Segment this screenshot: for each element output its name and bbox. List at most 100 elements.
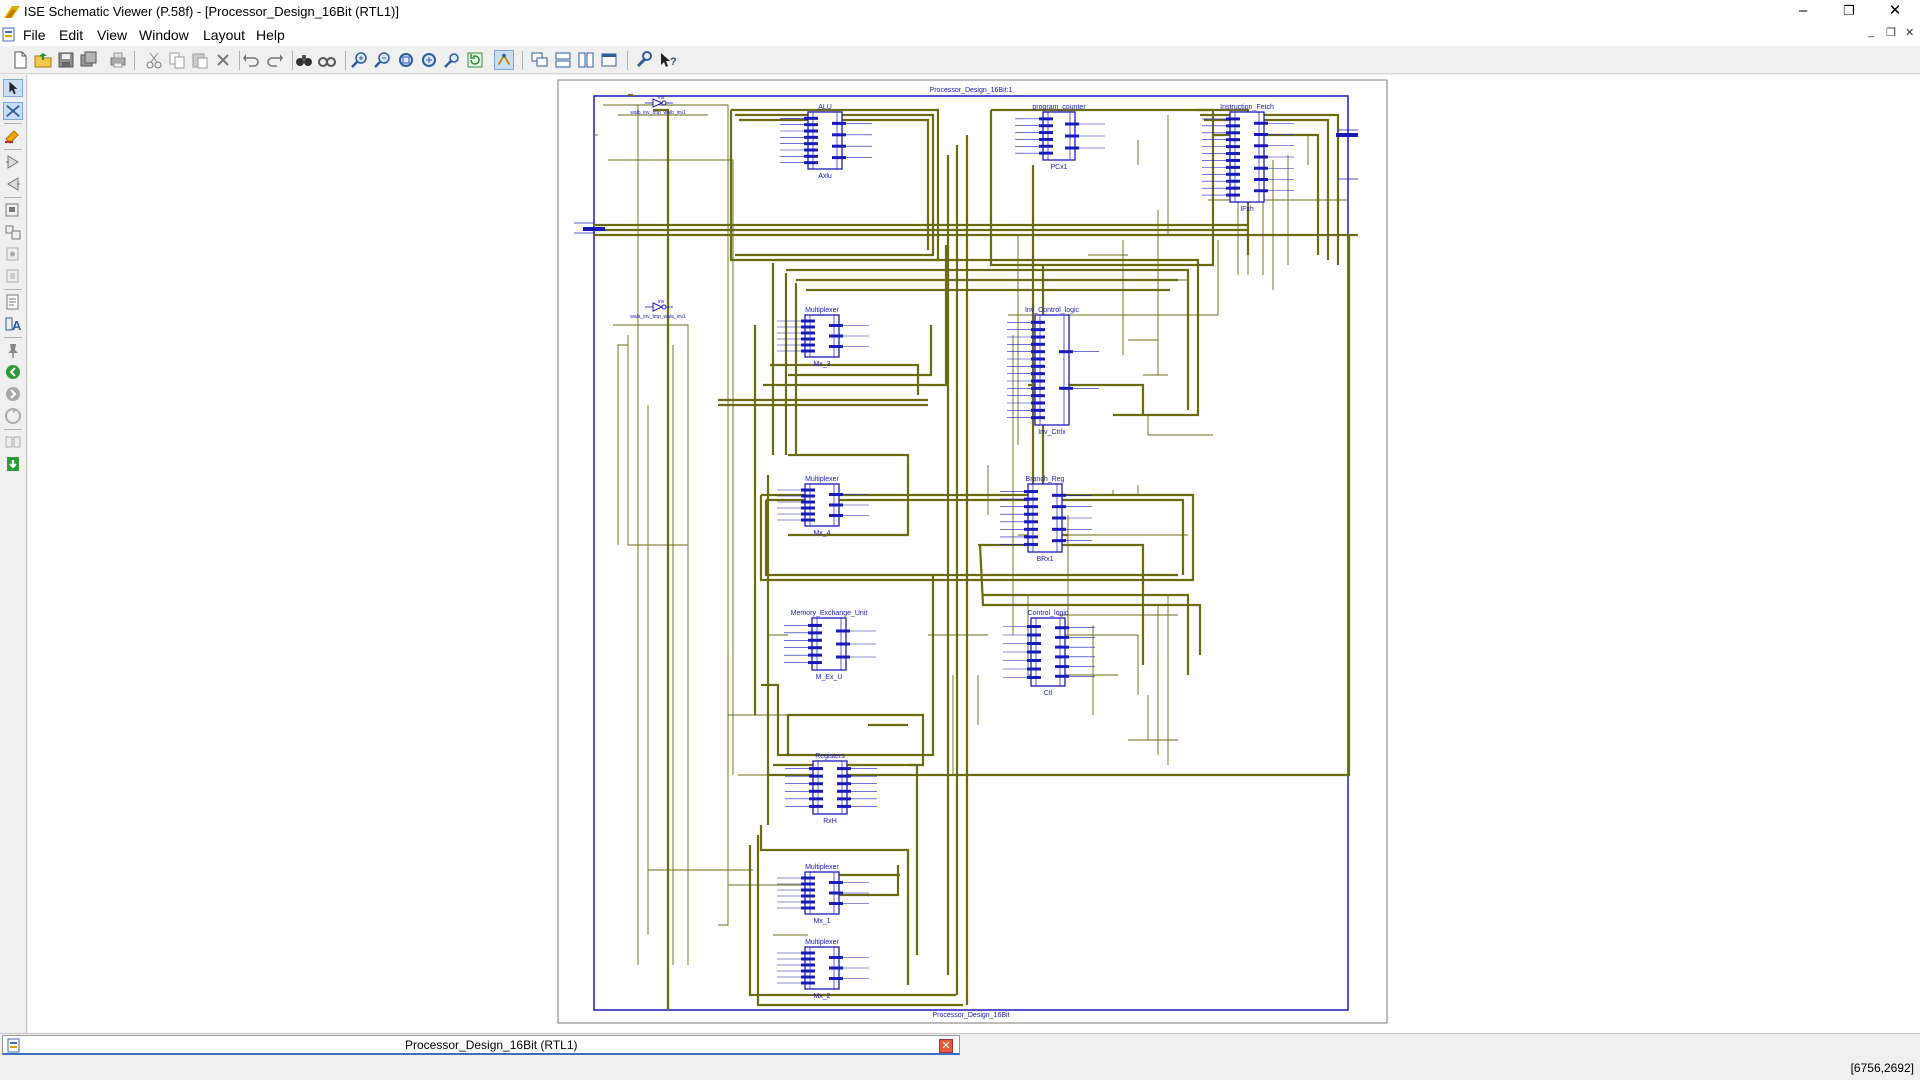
block-module-name: Inv_Control_logic — [1025, 307, 1080, 314]
menu-help[interactable]: Help — [256, 27, 285, 43]
mdi-minimize-button[interactable]: _ — [1868, 26, 1875, 38]
view-rtl-icon[interactable] — [3, 293, 23, 311]
design-title-bottom: Processor_Design_16Bit — [932, 1012, 1009, 1019]
block-instance-name: Inv_Ctrlx — [1038, 429, 1066, 436]
help-context-icon[interactable]: ? — [658, 50, 678, 70]
mdi-close-button[interactable]: ✕ — [1905, 27, 1915, 39]
cascade-windows-icon[interactable] — [530, 50, 550, 70]
pop-out-icon[interactable] — [3, 223, 23, 241]
tile-horizontal-icon[interactable] — [553, 50, 573, 70]
cut-icon[interactable] — [144, 50, 164, 70]
inverter-instance-label: walb_inv_tmp_walb_inv1 — [630, 110, 686, 116]
push-into-icon[interactable] — [3, 201, 23, 219]
restore-window-button[interactable]: ❐ — [1843, 3, 1855, 18]
expand-forward-icon[interactable] — [3, 153, 23, 171]
block-instance-name: IFxh — [1240, 206, 1254, 213]
refresh-gray-icon[interactable] — [3, 407, 23, 425]
undo-icon[interactable] — [241, 50, 261, 70]
zoom-out-icon[interactable] — [373, 50, 393, 70]
schematic-block[interactable]: ALU Axlu — [780, 104, 872, 180]
design-title-top: Processor_Design_16Bit:1 — [930, 87, 1013, 94]
delete-icon[interactable] — [213, 50, 233, 70]
block-module-name: Memory_Exchange_Unit — [791, 610, 868, 617]
expand-backward-icon[interactable] — [3, 175, 23, 193]
copy-icon[interactable] — [167, 50, 187, 70]
add-wire-icon[interactable] — [3, 102, 23, 120]
block-instance-name: Axlu — [818, 173, 832, 180]
block-instance-name: Mx_1 — [813, 918, 830, 925]
menu-edit[interactable]: Edit — [59, 27, 84, 43]
block-module-name: Multiplexer — [805, 476, 840, 483]
close-tab-button[interactable]: ✕ — [939, 1039, 953, 1053]
zoom-full-icon[interactable] — [396, 50, 416, 70]
find-next-icon[interactable] — [317, 50, 337, 70]
schematic-canvas[interactable]: Processor_Design_16Bit:1 Processor_Desig… — [28, 75, 1920, 1033]
inverter-instance-label: wala_inv_tmp_wala_inv1 — [630, 314, 686, 320]
show-icon[interactable] — [3, 267, 23, 285]
block-instance-name: BRx1 — [1036, 556, 1053, 563]
close-window-button[interactable]: ✕ — [1888, 2, 1902, 19]
pin-icon[interactable] — [3, 341, 23, 359]
menu-file[interactable]: File — [23, 27, 46, 43]
select-arrow-icon[interactable] — [3, 79, 23, 97]
paste-icon[interactable] — [190, 50, 210, 70]
cursor-coordinates: [6756,2692] — [1850, 1061, 1914, 1075]
window-title: ISE Schematic Viewer (P.58f) - [Processo… — [24, 4, 399, 19]
hide-icon[interactable] — [3, 245, 23, 263]
print-icon[interactable] — [108, 50, 128, 70]
open-file-icon[interactable] — [33, 50, 53, 70]
refresh-icon[interactable] — [465, 50, 485, 70]
new-file-icon[interactable] — [10, 50, 30, 70]
schematic-drawing[interactable]: Processor_Design_16Bit:1 Processor_Desig… — [28, 75, 1920, 1033]
block-module-name: ALU — [818, 104, 832, 111]
toolbar-separator — [627, 51, 628, 70]
zoom-in-icon[interactable] — [350, 50, 370, 70]
forward-gray-icon[interactable] — [3, 385, 23, 403]
menu-window[interactable]: Window — [139, 27, 189, 43]
menu-view[interactable]: View — [97, 27, 128, 43]
back-green-icon[interactable] — [3, 363, 23, 381]
zoom-area-icon[interactable] — [442, 50, 462, 70]
download-green-icon[interactable] — [3, 455, 23, 473]
document-window-icon[interactable] — [2, 27, 16, 42]
pan-icon[interactable] — [494, 50, 514, 70]
minimize-window-button[interactable]: – — [1798, 2, 1808, 19]
find-icon[interactable] — [294, 50, 314, 70]
status-bar: [6756,2692] — [0, 1055, 1920, 1080]
show-all-icon[interactable] — [3, 433, 23, 451]
tool-separator — [4, 289, 22, 290]
block-module-name: program_counter — [1032, 104, 1086, 111]
highlight-net-icon[interactable] — [3, 127, 23, 145]
arrange-windows-icon[interactable] — [599, 50, 619, 70]
block-module-name: Multiplexer — [805, 307, 840, 314]
menu-bar: File Edit View Window Layout Help _ ❐ ✕ — [0, 24, 1920, 46]
design-boundary — [593, 95, 1349, 1011]
save-all-icon[interactable] — [79, 50, 99, 70]
tile-vertical-icon[interactable] — [576, 50, 596, 70]
redo-icon[interactable] — [265, 50, 285, 70]
tool-separator — [4, 337, 22, 338]
save-icon[interactable] — [56, 50, 76, 70]
menu-layout[interactable]: Layout — [203, 27, 246, 43]
sheet-border — [557, 79, 1388, 1024]
block-instance-name: Ctl — [1044, 690, 1053, 697]
properties-icon[interactable] — [634, 50, 654, 70]
add-text-icon[interactable]: A — [3, 315, 23, 333]
tab-schematic[interactable]: Processor_Design_16Bit (RTL1) ✕ — [2, 1035, 960, 1055]
mdi-restore-button[interactable]: ❐ — [1886, 27, 1896, 39]
zoom-to-selected-icon[interactable] — [419, 50, 439, 70]
block-instance-name: Mx_3 — [813, 361, 830, 368]
